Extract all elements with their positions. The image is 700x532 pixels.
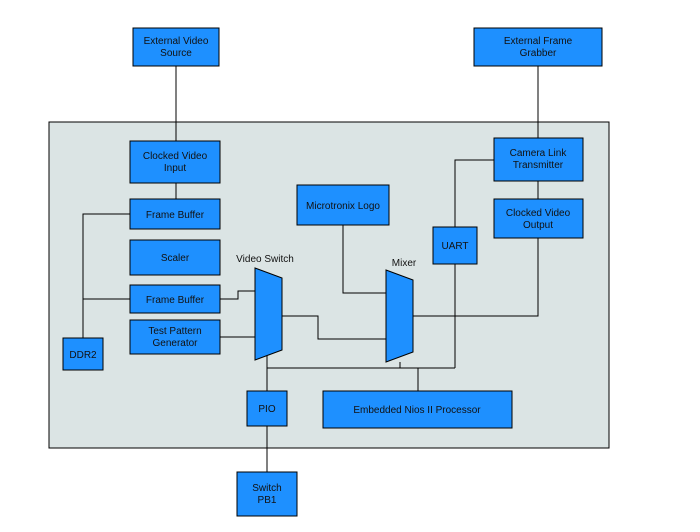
svg-text:Input: Input <box>164 163 186 174</box>
video-switch-mux <box>254 267 283 361</box>
svg-text:Frame Buffer: Frame Buffer <box>146 210 205 221</box>
block-ddr2: DDR2 <box>62 337 104 371</box>
block-clocked-video-output: Clocked Video Output <box>493 198 584 239</box>
svg-text:External Frame: External Frame <box>504 36 573 47</box>
svg-text:Source: Source <box>160 48 192 59</box>
svg-text:Switch: Switch <box>252 483 281 494</box>
block-camera-link-transmitter: Camera Link Transmitter <box>493 137 584 182</box>
svg-text:Scaler: Scaler <box>161 253 190 264</box>
svg-text:Test Pattern: Test Pattern <box>148 326 201 337</box>
block-uart: UART <box>432 226 478 265</box>
block-switch-pb1: Switch PB1 <box>236 471 298 517</box>
connection-lines <box>82 66 539 472</box>
block-external-video-source: External Video Source <box>132 27 220 67</box>
svg-text:PB1: PB1 <box>258 495 277 506</box>
mixer-label: Mixer <box>392 258 417 269</box>
svg-text:UART: UART <box>441 241 468 252</box>
block-pio: PIO <box>246 390 288 427</box>
svg-text:Transmitter: Transmitter <box>513 160 564 171</box>
svg-text:Camera Link: Camera Link <box>510 148 568 159</box>
svg-text:Clocked Video: Clocked Video <box>143 151 208 162</box>
svg-text:Generator: Generator <box>152 338 198 349</box>
block-frame-buffer-2: Frame Buffer <box>129 284 221 314</box>
svg-text:PIO: PIO <box>258 404 275 415</box>
block-test-pattern-generator: Test Pattern Generator <box>129 319 221 355</box>
svg-text:External Video: External Video <box>144 36 209 47</box>
svg-text:Output: Output <box>523 220 553 231</box>
svg-text:DDR2: DDR2 <box>69 350 97 361</box>
svg-text:Frame Buffer: Frame Buffer <box>146 295 205 306</box>
video-switch-label: Video Switch <box>236 254 294 265</box>
svg-text:Microtronix Logo: Microtronix Logo <box>306 201 380 212</box>
block-frame-buffer-1: Frame Buffer <box>129 198 221 230</box>
svg-text:Embedded Nios II Processor: Embedded Nios II Processor <box>353 405 481 416</box>
block-microtronix-logo: Microtronix Logo <box>296 184 390 226</box>
block-embedded-nios-ii-processor: Embedded Nios II Processor <box>322 390 513 429</box>
block-external-frame-grabber: External Frame Grabber <box>473 27 603 67</box>
block-clocked-video-input: Clocked Video Input <box>129 140 221 184</box>
mixer-mux <box>385 269 414 363</box>
block-scaler: Scaler <box>129 239 221 276</box>
svg-text:Clocked Video: Clocked Video <box>506 208 571 219</box>
svg-text:Grabber: Grabber <box>520 48 557 59</box>
